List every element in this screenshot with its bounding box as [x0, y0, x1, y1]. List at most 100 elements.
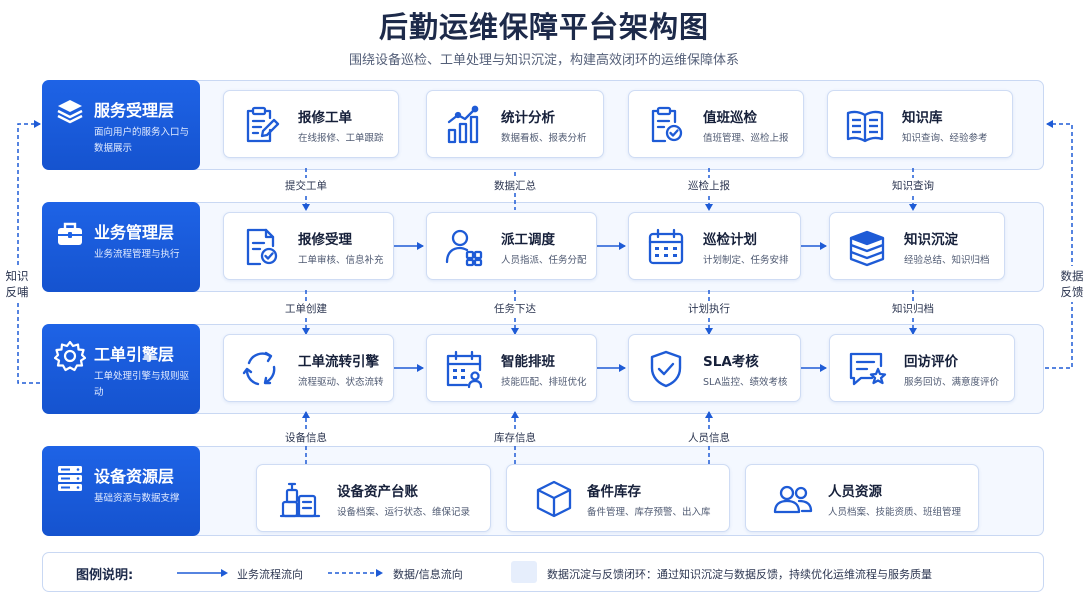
card-desc: 计划制定、任务安排 — [703, 255, 789, 266]
card-title: 备件库存 — [587, 484, 641, 500]
layer-desc: 面向用户的服务入口与数据展示 — [94, 127, 190, 154]
card-desc: 设备档案、运行状态、维保记录 — [337, 507, 471, 518]
flow-label: 任务下达 — [491, 301, 539, 316]
card-desc: SLA监控、绩效考核 — [703, 377, 788, 388]
layer-name: 设备资源层 — [94, 467, 175, 486]
card-desc: 人员指派、任务分配 — [501, 255, 587, 266]
card-smart-schedule[interactable]: 智能排班 技能匹配、排班优化 — [426, 334, 597, 402]
flow-label: 人员信息 — [685, 430, 733, 445]
layer-name: 服务受理层 — [94, 101, 175, 120]
flow-label: 提交工单 — [282, 178, 330, 193]
card-title: SLA考核 — [703, 354, 759, 370]
card-title: 知识库 — [902, 110, 943, 126]
left-loop-label: 知识反哺 — [2, 266, 32, 302]
legend-solid-label: 业务流程流向 — [237, 568, 303, 581]
card-desc: 值班管理、巡检上报 — [703, 133, 789, 144]
calendar-person-icon — [446, 350, 483, 389]
flow-label: 库存信息 — [491, 430, 539, 445]
legend-loop-swatch — [511, 561, 537, 583]
card-title: 派工调度 — [501, 232, 555, 248]
layer-desc: 基础资源与数据支撑 — [94, 493, 180, 504]
card-equipment-ledger[interactable]: 设备资产台账 设备档案、运行状态、维保记录 — [256, 464, 491, 532]
flow-label: 工单创建 — [282, 301, 330, 316]
card-desc: 数据看板、报表分析 — [501, 133, 587, 144]
card-workflow-engine[interactable]: 工单流转引擎 流程驱动、状态流转 — [223, 334, 394, 402]
legend-title: 图例说明: — [76, 568, 134, 583]
flow-label: 知识查询 — [889, 178, 937, 193]
card-repair-accept[interactable]: 报修受理 工单审核、信息补充 — [223, 212, 394, 280]
card-sla[interactable]: SLA考核 SLA监控、绩效考核 — [628, 334, 801, 402]
card-title: 知识沉淀 — [904, 232, 958, 248]
flow-label: 设备信息 — [282, 430, 330, 445]
legend-dashed-label: 数据/信息流向 — [393, 568, 463, 581]
layers-icon — [57, 100, 83, 124]
chat-star-icon — [849, 352, 887, 386]
card-spare-parts[interactable]: 备件库存 备件管理、库存预警、出入库 — [506, 464, 730, 532]
calendar-icon — [648, 228, 684, 265]
bar-chart-icon — [447, 105, 479, 144]
layer-name: 业务管理层 — [94, 223, 175, 242]
document-check-icon — [246, 228, 278, 266]
layer-business: 业务管理层 业务流程管理与执行 — [42, 202, 200, 292]
right-loop-label: 数据反馈 — [1057, 266, 1087, 302]
card-title: 工单流转引擎 — [298, 354, 379, 370]
card-inspection-plan[interactable]: 巡检计划 计划制定、任务安排 — [628, 212, 801, 280]
card-desc: 经验总结、知识归档 — [904, 255, 990, 266]
flow-label: 知识归档 — [889, 301, 937, 316]
card-desc: 在线报修、工单跟踪 — [298, 133, 384, 144]
flow-label: 计划执行 — [685, 301, 733, 316]
box-icon — [536, 480, 572, 518]
shield-check-icon — [650, 350, 682, 388]
card-desc: 人员档案、技能资质、班组管理 — [828, 507, 962, 518]
card-statistics[interactable]: 统计分析 数据看板、报表分析 — [426, 90, 604, 158]
flow-label: 数据汇总 — [491, 178, 539, 193]
card-desc: 工单审核、信息补充 — [298, 255, 384, 266]
card-title: 值班巡检 — [703, 110, 757, 126]
card-repair-ticket[interactable]: 报修工单 在线报修、工单跟踪 — [223, 90, 399, 158]
card-dispatch[interactable]: 派工调度 人员指派、任务分配 — [426, 212, 597, 280]
page-subtitle: 围绕设备巡检、工单处理与知识沉淀，构建高效闭环的运维保障体系 — [348, 53, 739, 68]
layer-service: 服务受理层 面向用户的服务入口与数据展示 — [42, 80, 200, 170]
layer-name: 工单引擎层 — [94, 345, 175, 364]
layer-desc: 工单处理引擎与规则驱动 — [94, 371, 190, 398]
card-title: 回访评价 — [904, 354, 958, 370]
legend-loop-label: 数据沉淀与反馈闭环：通过知识沉淀与数据反馈，持续优化运维流程与服务质量 — [547, 568, 932, 581]
card-desc: 流程驱动、状态流转 — [298, 377, 384, 388]
right-loop-text: 数据反馈 — [1060, 269, 1084, 299]
layer-resource: 设备资源层 基础资源与数据支撑 — [42, 446, 200, 536]
solid-arrow-legend-icon — [177, 569, 228, 577]
card-duty-inspection[interactable]: 值班巡检 值班管理、巡检上报 — [628, 90, 804, 158]
card-desc: 备件管理、库存预警、出入库 — [587, 507, 711, 518]
card-feedback[interactable]: 回访评价 服务回访、满意度评价 — [829, 334, 1015, 402]
card-desc: 技能匹配、排班优化 — [501, 377, 587, 388]
card-title: 设备资产台账 — [337, 484, 418, 500]
layer-engine: 工单引擎层 工单处理引擎与规则驱动 — [42, 324, 200, 414]
card-knowledge-base[interactable]: 知识库 知识查询、经验参考 — [827, 90, 1013, 158]
server-icon — [58, 466, 82, 491]
card-title: 报修受理 — [298, 232, 352, 248]
layer-desc: 业务流程管理与执行 — [94, 249, 180, 260]
people-icon — [773, 485, 813, 514]
clipboard-pen-icon — [246, 106, 280, 143]
open-book-icon — [846, 110, 884, 143]
card-title: 巡检计划 — [703, 232, 757, 248]
legend: 图例说明: 业务流程流向 数据/信息流向 数据沉淀与反馈闭环：通过知识沉淀与数据… — [42, 552, 1044, 592]
flow-label: 巡检上报 — [685, 178, 733, 193]
left-loop-text: 知识反哺 — [5, 269, 29, 299]
card-title: 报修工单 — [298, 110, 352, 126]
cycle-arrows-icon — [242, 351, 276, 386]
dispatch-user-icon — [445, 229, 483, 267]
page-title: 后勤运维保障平台架构图 — [378, 10, 709, 44]
card-title: 人员资源 — [828, 484, 882, 500]
gear-icon — [54, 340, 86, 372]
inspection-clipboard-icon — [651, 106, 683, 143]
card-desc: 知识查询、经验参考 — [902, 133, 988, 144]
equipment-icon — [279, 482, 321, 518]
card-knowledge-settle[interactable]: 知识沉淀 经验总结、知识归档 — [829, 212, 1005, 280]
card-title: 智能排班 — [501, 354, 555, 370]
dashed-arrow-legend-icon — [328, 569, 383, 577]
card-title: 统计分析 — [501, 110, 555, 126]
card-desc: 服务回访、满意度评价 — [904, 377, 1000, 388]
card-personnel[interactable]: 人员资源 人员档案、技能资质、班组管理 — [745, 464, 979, 532]
briefcase-icon — [58, 222, 82, 245]
